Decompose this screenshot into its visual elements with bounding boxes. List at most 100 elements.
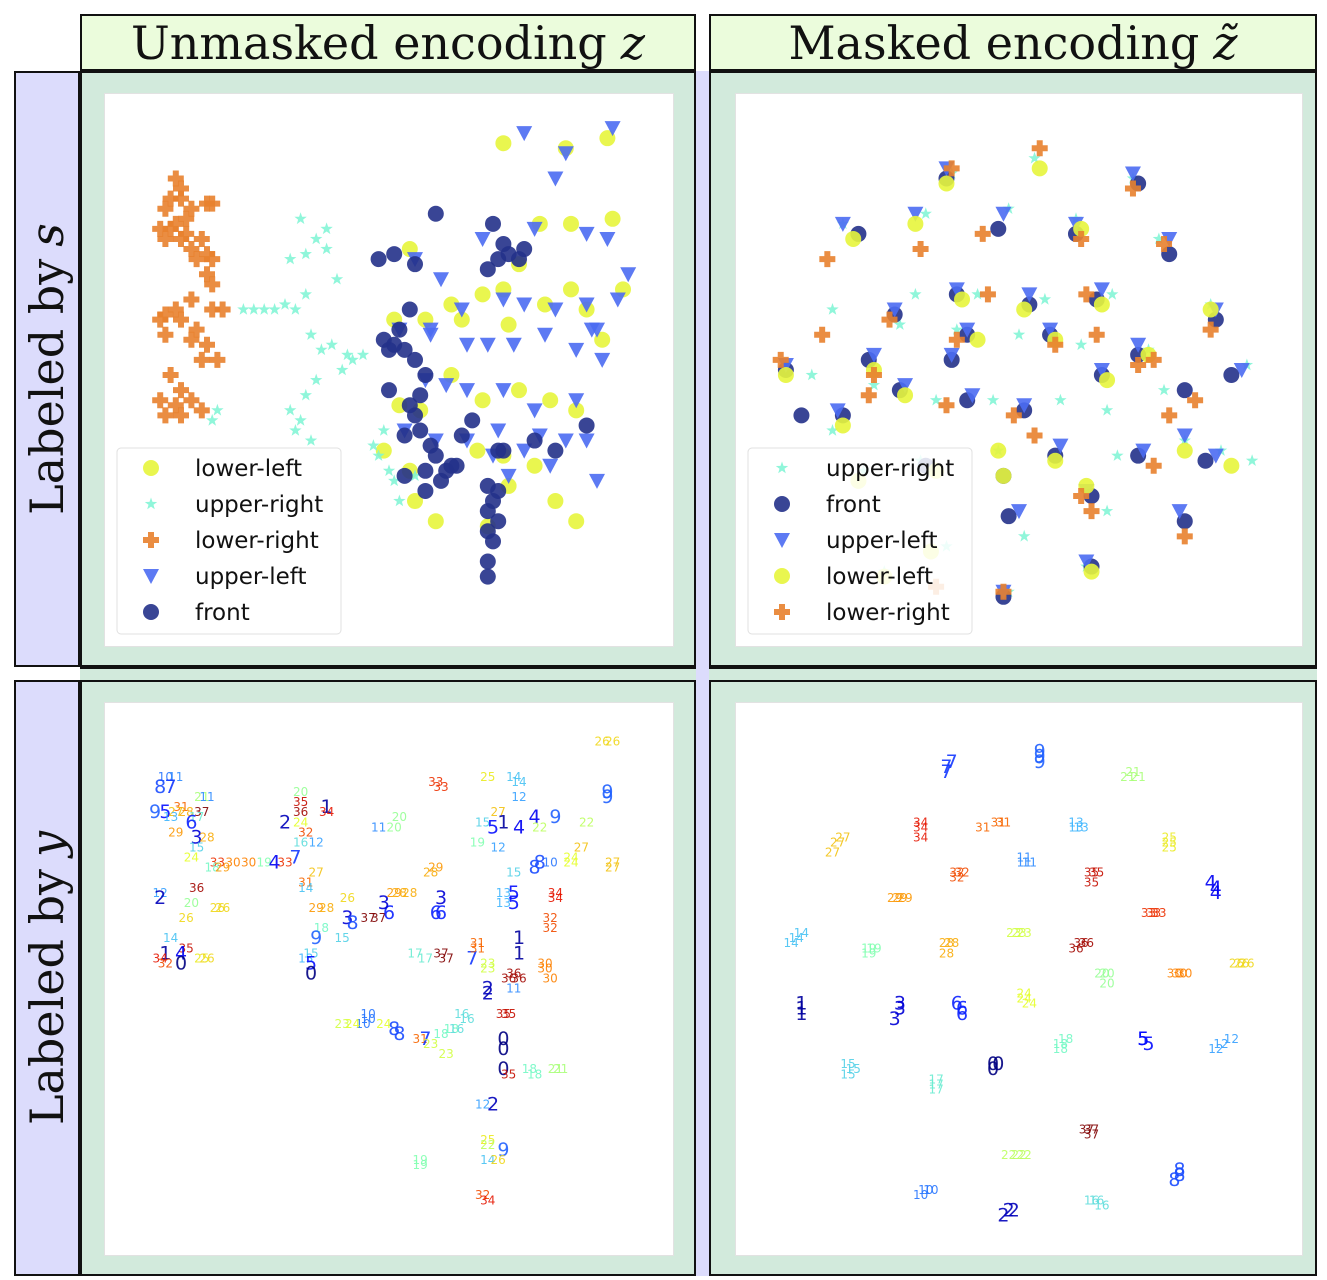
data-point-label: 14 <box>511 775 526 789</box>
data-point-label: 28 <box>392 886 407 900</box>
data-point-label: 14 <box>789 931 804 945</box>
data-point-label: 9 <box>549 806 561 828</box>
data-point-upper-left <box>422 322 439 338</box>
data-point-label: 22 <box>1011 1148 1026 1162</box>
data-point-label: 34 <box>548 891 563 905</box>
data-point-lower-left <box>1073 220 1090 237</box>
legend-box <box>747 447 973 635</box>
data-point-upper-right <box>289 424 302 436</box>
legend-marker-lower-right <box>143 532 159 548</box>
data-point-lower-left <box>1016 301 1033 318</box>
data-point-lower-right <box>162 367 179 384</box>
data-point-upper-right <box>826 303 839 315</box>
data-point-upper-left <box>547 302 564 318</box>
data-point-label: 32 <box>949 866 964 880</box>
data-point-label: 30 <box>537 961 552 975</box>
data-point-lower-right <box>183 241 200 258</box>
data-point-lower-right <box>173 407 189 424</box>
data-point-label: 8 <box>1168 1169 1180 1191</box>
data-point-lower-left <box>1083 563 1100 580</box>
data-point-lower-right <box>1145 351 1162 368</box>
data-point-front <box>396 467 413 484</box>
data-point-label: 4 <box>1210 882 1222 904</box>
data-point-upper-right <box>805 368 818 381</box>
data-point-label: 15 <box>846 1062 861 1076</box>
data-point-label: 11 <box>1017 856 1032 870</box>
data-point-label: 37 <box>1084 1128 1099 1142</box>
data-point-label: 13 <box>1068 815 1083 829</box>
legend-marker-lower-left <box>143 460 159 476</box>
data-point-front <box>433 472 449 489</box>
data-point-upper-left <box>433 272 449 288</box>
data-point-upper-left <box>604 121 621 137</box>
data-point-upper-left <box>1161 231 1178 247</box>
data-point-label: 32 <box>298 825 313 839</box>
row-header-variable: y <box>20 830 74 857</box>
data-point-label: 23 <box>335 1017 350 1031</box>
data-point-lower-right <box>183 331 200 348</box>
data-point-upper-right <box>278 298 292 310</box>
data-point-label: 19 <box>866 941 881 955</box>
data-point-lower-left <box>834 417 851 434</box>
data-point-lower-left <box>563 281 579 298</box>
data-point-upper-left <box>474 231 491 247</box>
data-point-upper-left <box>609 292 626 308</box>
data-point-label: 16 <box>449 1022 464 1036</box>
data-point-label: 32 <box>543 921 558 935</box>
data-point-label: 12 <box>511 790 526 804</box>
data-point-label: 11 <box>371 820 386 834</box>
data-point-label: 30 <box>537 956 552 970</box>
data-point-label: 32 <box>949 871 964 885</box>
data-point-lower-left <box>1176 442 1193 459</box>
data-point-label: 33 <box>1141 906 1156 920</box>
data-point-upper-left <box>542 458 559 474</box>
legend-label-upper-left: upper-left <box>826 528 937 554</box>
legend-marker-front <box>143 604 159 620</box>
data-point-label: 17 <box>189 810 204 824</box>
data-point-lower-right <box>912 241 929 258</box>
data-point-label: 37 <box>1079 1123 1094 1137</box>
data-point-label: 2 <box>487 1094 499 1116</box>
data-point-label: 29 <box>897 891 912 905</box>
data-point-lower-left <box>845 230 862 247</box>
data-point-upper-left <box>964 388 981 404</box>
data-point-lower-right <box>938 397 955 414</box>
data-point-upper-left <box>995 206 1012 222</box>
data-point-upper-left <box>1135 443 1152 459</box>
data-point-upper-left <box>526 221 543 237</box>
data-point-label: 0 <box>497 1058 509 1080</box>
data-point-label: 27 <box>491 805 506 819</box>
data-point-label: 22 <box>480 1138 495 1152</box>
data-point-lower-right <box>1031 140 1048 157</box>
data-point-upper-left <box>907 206 924 222</box>
data-point-label: 18 <box>205 861 220 875</box>
column-header-label: Unmasked encoding <box>131 15 607 70</box>
data-point-label: 27 <box>574 840 589 854</box>
data-point-label: 14 <box>794 926 809 940</box>
data-point-upper-left <box>1130 337 1147 353</box>
data-point-label: 20 <box>1099 966 1114 980</box>
column-header-variable: z̃ <box>1213 15 1238 70</box>
data-point-label: 16 <box>293 835 308 849</box>
data-point-lower-left <box>1202 301 1219 318</box>
data-point-upper-left <box>583 322 600 338</box>
data-point-label: 37 <box>361 911 376 925</box>
data-point-label: 6 <box>185 811 197 833</box>
data-point-upper-left <box>516 126 533 142</box>
data-point-lower-left <box>1099 372 1116 389</box>
data-point-lower-right <box>1047 336 1064 353</box>
data-point-upper-right <box>304 328 318 340</box>
data-point-lower-right <box>193 230 210 247</box>
data-point-front <box>1176 513 1193 530</box>
data-point-lower-right <box>979 286 996 303</box>
data-point-label: 36 <box>1074 936 1089 950</box>
data-point-lower-left <box>1047 452 1064 469</box>
data-point-upper-right <box>367 439 380 451</box>
data-point-label: 9 <box>1034 746 1046 768</box>
data-point-lower-right <box>157 200 174 217</box>
data-point-label: 36 <box>189 881 204 895</box>
legend-box <box>116 447 342 635</box>
data-point-lower-left <box>474 286 491 303</box>
data-point-lower-right <box>152 311 169 328</box>
